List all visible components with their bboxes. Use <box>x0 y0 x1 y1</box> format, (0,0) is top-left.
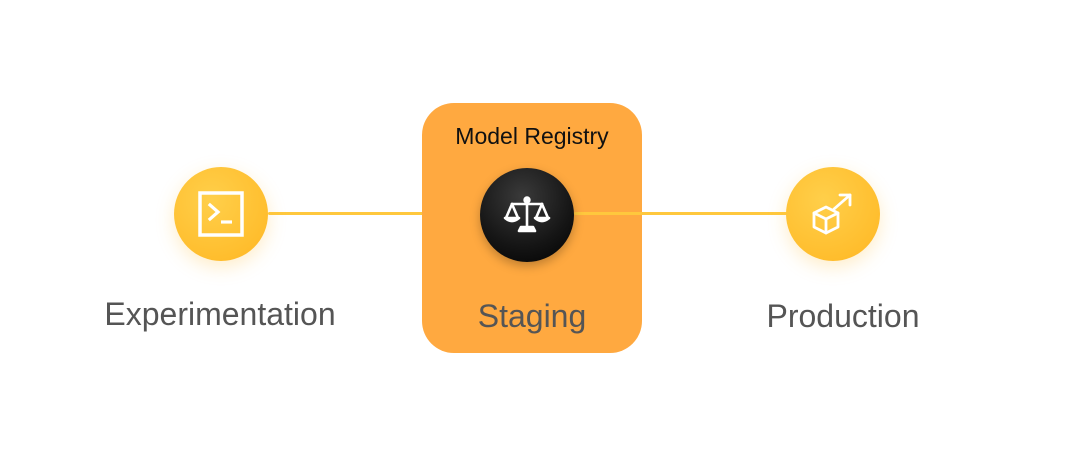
terminal-icon <box>198 191 244 237</box>
node-production <box>786 167 880 261</box>
connector-experimentation-staging <box>268 212 484 215</box>
model-registry-title: Model Registry <box>455 123 609 149</box>
connector-staging-production <box>574 212 788 215</box>
balance-scale-icon <box>503 196 551 233</box>
node-staging <box>480 168 574 262</box>
node-experimentation <box>174 167 268 261</box>
stage-label-production: Production <box>766 298 920 334</box>
deploy-cube-arrow-icon <box>812 193 852 235</box>
stage-label-experimentation: Experimentation <box>104 296 336 332</box>
stage-label-staging: Staging <box>477 298 587 334</box>
